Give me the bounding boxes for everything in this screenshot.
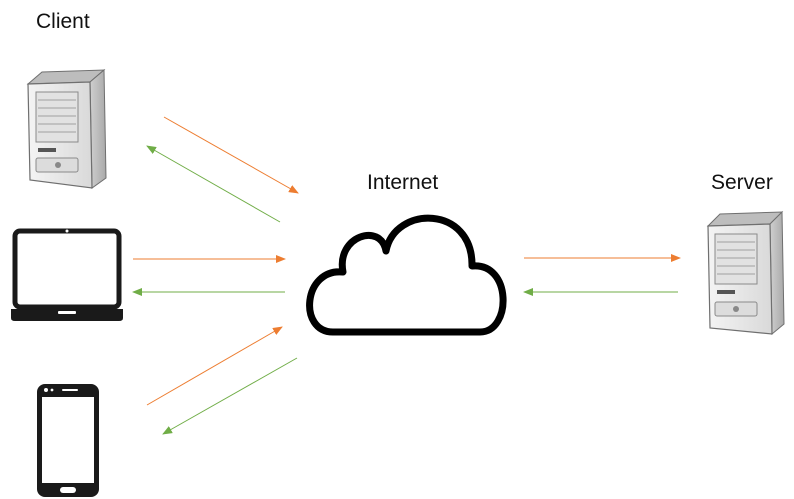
smartphone-icon xyxy=(37,384,99,497)
desktop-tower-icon xyxy=(26,68,107,189)
laptop-icon xyxy=(11,228,123,321)
internet-label: Internet xyxy=(367,171,439,194)
server-label: Server xyxy=(711,171,773,194)
phone-response-arrow xyxy=(162,357,298,435)
server-tower-icon xyxy=(706,210,785,336)
desktop-response-arrow xyxy=(146,145,281,223)
cloud-icon xyxy=(306,214,507,336)
client-label: Client xyxy=(36,10,90,33)
phone-request-arrow xyxy=(146,326,283,406)
desktop-request-arrow xyxy=(163,116,299,194)
